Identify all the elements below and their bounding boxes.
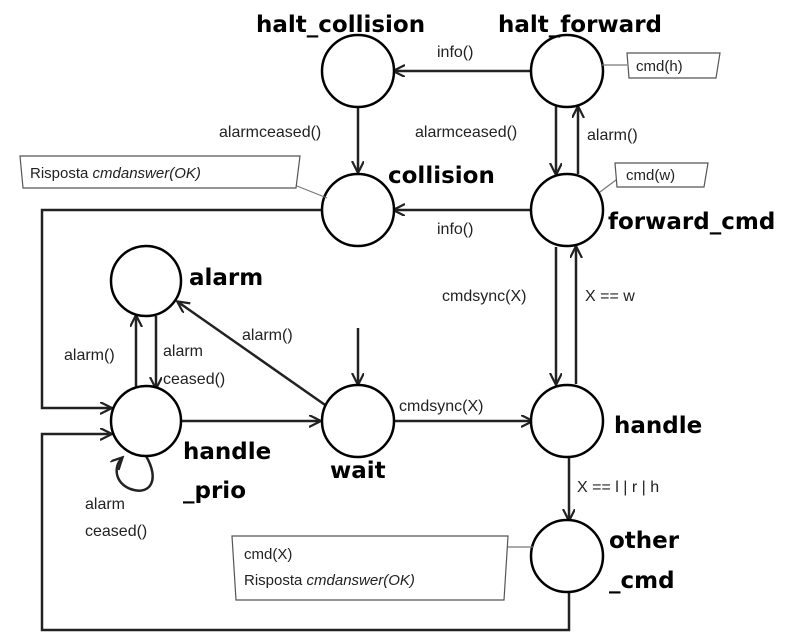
- note-cmd-h: cmd(h): [602, 52, 721, 79]
- note-risposta-text: Risposta cmdanswer(OK): [30, 165, 201, 182]
- label-other-cmd-line1: other: [609, 528, 680, 554]
- state-alarm: [109, 244, 183, 318]
- label-halt-forward: halt_forward: [498, 12, 662, 38]
- state-forward-cmd: [529, 172, 605, 248]
- note-risposta: Risposta cmdanswer(OK): [19, 155, 328, 199]
- label-handle-prio-line1: handle: [183, 439, 271, 465]
- note-other-line2: Risposta cmdanswer(OK): [244, 572, 415, 589]
- edge-label-alarm-diag: alarm(): [242, 327, 293, 344]
- edge-label-self-a: alarm: [85, 496, 125, 513]
- edge-label-alarm-left: alarm(): [64, 347, 115, 364]
- edge-label-alarm-ceased-b: ceased(): [163, 371, 225, 388]
- label-halt-collision: halt_collision: [256, 12, 425, 38]
- note-other-cmd: cmd(X) Risposta cmdanswer(OK): [231, 535, 533, 601]
- state-wait: [320, 383, 396, 459]
- label-wait: wait: [330, 458, 386, 484]
- label-alarm: alarm: [189, 265, 263, 291]
- label-handle: handle: [614, 413, 702, 439]
- state-halt-forward: [529, 33, 605, 109]
- edge-collision-to-handle-prio: [40, 208, 325, 408]
- edge-label-info-top: info(): [437, 44, 473, 61]
- note-other-func: cmdanswer(OK): [307, 572, 415, 589]
- edge-other-cmd-to-handle-prio: [40, 434, 571, 632]
- state-other-cmd: [529, 518, 605, 594]
- edge-label-x-eq-w: X == w: [585, 288, 635, 305]
- edge-label-alarm-ceased-a: alarm: [163, 343, 203, 360]
- edge-label-alarm-up: alarm(): [587, 127, 638, 144]
- state-collision: [320, 172, 396, 248]
- note-cmd-w: cmd(w): [599, 162, 709, 193]
- state-halt-collision: [320, 33, 396, 109]
- edge-label-self-b: ceased(): [85, 523, 147, 540]
- edge-label-cmdsync-vertical: cmdsync(X): [442, 288, 526, 305]
- edge-label-cmdsync-horizontal: cmdsync(X): [399, 398, 483, 415]
- note-risposta-prefix: Risposta: [30, 165, 93, 182]
- note-cmd-w-text: cmd(w): [626, 167, 675, 184]
- label-other-cmd-line2: _cmd: [609, 568, 675, 594]
- edge-label-alarmceased-left: alarmceased(): [219, 124, 321, 141]
- state-handle-prio: [109, 384, 183, 458]
- note-cmd-h-text: cmd(h): [636, 58, 683, 75]
- edge-label-x-lrh: X == l | r | h: [577, 479, 659, 496]
- label-forward-cmd: forward_cmd: [608, 209, 775, 235]
- note-other-line1: cmd(X): [244, 546, 292, 563]
- note-risposta-func: cmdanswer(OK): [93, 165, 201, 182]
- state-handle: [529, 383, 605, 459]
- label-collision: collision: [388, 163, 495, 189]
- label-handle-prio-line2: _prio: [183, 478, 246, 504]
- edge-label-alarmceased-right: alarmceased(): [415, 124, 517, 141]
- edge-wait-to-alarm: [178, 302, 329, 409]
- edge-handle-prio-self-loop: [117, 455, 154, 492]
- note-other-prefix: Risposta: [244, 572, 307, 589]
- edge-label-info-mid: info(): [437, 221, 473, 238]
